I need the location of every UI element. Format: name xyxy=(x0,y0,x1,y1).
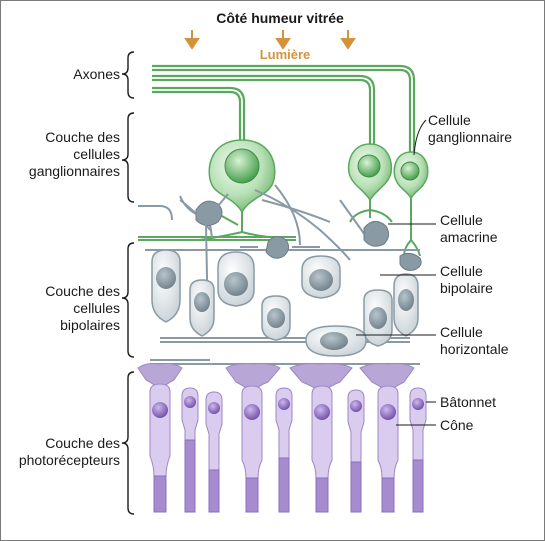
label-amacrine-line-1: Cellule xyxy=(440,212,483,228)
label-bipolar-cell: Cellule bipolaire xyxy=(440,263,540,297)
bipolar-cell-3 xyxy=(217,251,255,307)
bipolar-cell-5 xyxy=(301,255,341,299)
bipolar-cell-6 xyxy=(363,289,393,347)
label-bipolar-cell-line-1: Cellule xyxy=(440,263,483,279)
horizontal-cell xyxy=(305,325,367,357)
amacrine-cell-right xyxy=(363,221,422,271)
rod-3 xyxy=(275,387,293,513)
label-bipolar-line-1: Couche des xyxy=(45,283,120,299)
label-ganglion-cell: Cellule ganglionnaire xyxy=(428,112,540,146)
label-ganglion-cell-line-1: Cellule xyxy=(428,112,471,128)
ganglion-cell-medium xyxy=(347,143,393,223)
label-ganglion-line-1: Couche des xyxy=(45,129,120,145)
label-bipolar-line-3: bipolaires xyxy=(60,317,120,333)
label-amacrine-line-2: amacrine xyxy=(440,229,498,245)
label-photoreceptor-line-2: photorécepteurs xyxy=(18,452,120,468)
label-horizontal-line-1: Cellule xyxy=(440,324,483,340)
rod-2 xyxy=(205,391,223,513)
bipolar-cell-7 xyxy=(393,273,419,337)
rod-5 xyxy=(409,387,427,513)
layer-brackets xyxy=(121,51,135,515)
axons xyxy=(152,64,416,160)
label-rod: Bâtonnet xyxy=(440,394,497,410)
amacrine-cell-left xyxy=(179,193,229,331)
label-ganglion-line-2: cellules xyxy=(73,146,120,162)
leader-lines xyxy=(356,119,436,426)
rod-4 xyxy=(347,389,365,513)
label-bipolar-line-2: cellules xyxy=(73,300,120,316)
label-horizontal-line-2: horizontale xyxy=(440,341,509,357)
rod-1 xyxy=(181,387,199,513)
label-photoreceptor-line-1: Couche des xyxy=(45,435,120,451)
bipolar-cell-4 xyxy=(261,295,291,341)
cone-1 xyxy=(149,383,171,513)
label-photoreceptor-layer: Couche des photorécepteurs xyxy=(5,435,120,469)
label-horizontal-cell: Cellule horizontale xyxy=(440,324,540,358)
cone-4 xyxy=(377,385,399,513)
vitreous-side-title: Côté humeur vitrée xyxy=(216,10,344,26)
label-bipolar-cell-line-2: bipolaire xyxy=(440,280,493,296)
light-arrows xyxy=(184,30,356,50)
photoreceptor-pedicles xyxy=(137,363,415,393)
ganglion-cell-small xyxy=(393,151,429,257)
label-amacrine-cell: Cellule amacrine xyxy=(440,212,540,246)
amacrine-cell-mid xyxy=(240,236,320,259)
label-bipolar-layer: Couche des cellules bipolaires xyxy=(20,283,120,334)
label-axons: Axones xyxy=(73,66,120,82)
bipolar-cell-1 xyxy=(151,249,181,323)
label-ganglion-layer: Couche des cellules ganglionnaires xyxy=(20,129,120,180)
cone-2 xyxy=(241,385,263,513)
label-cone: Cône xyxy=(440,417,474,433)
light-label: Lumière xyxy=(259,47,311,62)
label-ganglion-cell-line-2: ganglionnaire xyxy=(428,129,513,145)
bipolar-cell-2 xyxy=(189,279,215,337)
ganglion-cell-large xyxy=(199,139,281,241)
label-ganglion-line-3: ganglionnaires xyxy=(28,163,120,179)
cone-3 xyxy=(311,385,333,513)
